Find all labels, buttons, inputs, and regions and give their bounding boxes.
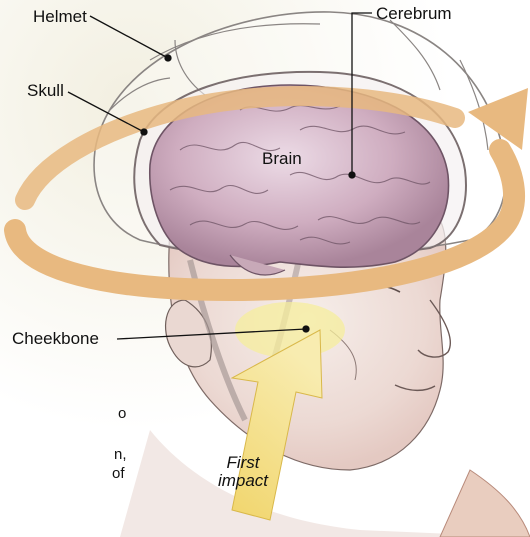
side-text-fragment: of (112, 465, 125, 483)
cheekbone-dot (303, 326, 309, 332)
cerebrum-label: Cerebrum (376, 5, 452, 22)
side-text-fragment: o (118, 405, 126, 423)
first-impact-line2: impact (203, 472, 283, 490)
side-text-fragment: n, (114, 446, 127, 464)
helmet-dot (165, 55, 171, 61)
helmet-label: Helmet (33, 8, 87, 25)
cerebrum-dot (349, 172, 355, 178)
skull-dot (141, 129, 147, 135)
brain-label: Brain (262, 150, 302, 167)
cheekbone-label: Cheekbone (12, 330, 99, 347)
first-impact-line1: First (203, 454, 283, 472)
first-impact-label: First impact (203, 454, 283, 490)
skull-label: Skull (27, 82, 64, 99)
